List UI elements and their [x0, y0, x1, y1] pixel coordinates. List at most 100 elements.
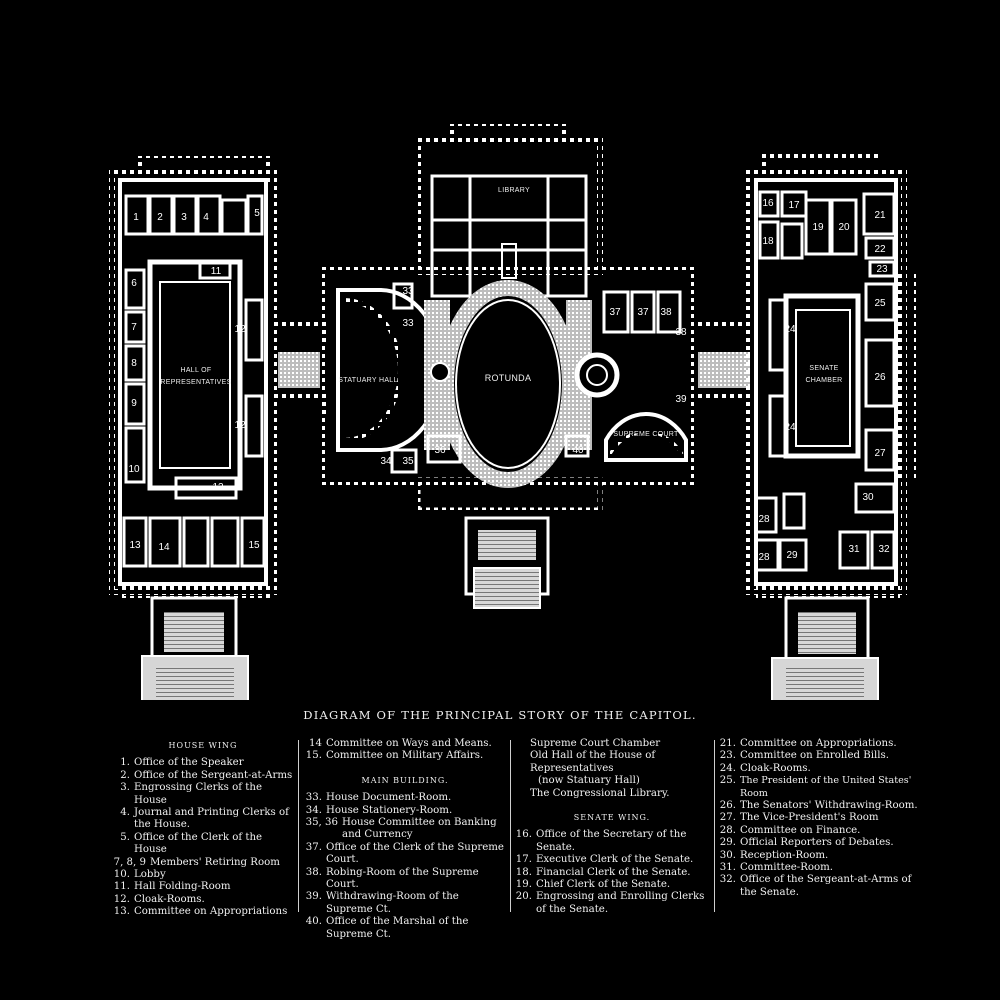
- room-number: 8: [131, 358, 137, 369]
- hall-label-line2: REPRESENTATIVES: [160, 379, 231, 386]
- room-number: 7: [131, 322, 137, 333]
- room-number: 32: [878, 544, 890, 555]
- legend-item: 34.House Stationery-Room.: [305, 804, 453, 816]
- legend-item: 37.Office of the Clerk of the Supreme Co…: [305, 841, 504, 866]
- legend-item: 1.Office of the Speaker: [120, 757, 244, 769]
- legend-item: 39.Withdrawing-Room of the Supreme Ct.: [305, 891, 459, 915]
- room-number: 31: [848, 544, 860, 555]
- room-number: 18: [762, 236, 774, 247]
- legend-item: 18.Financial Clerk of the Senate.: [515, 866, 691, 878]
- legend-item: 30.Reception-Room.: [719, 849, 829, 861]
- legend-item: 5.Office of the Clerk of the House: [120, 831, 263, 856]
- capitol-floor-plan: LIBRARY ROTUNDA STATUARY HALL SUPREME CO…: [102, 124, 916, 700]
- room-number: 38: [675, 327, 687, 338]
- legend-item: 32.Office of the Sergeant-at-Arms of the…: [719, 874, 912, 898]
- house-wing: [102, 156, 277, 700]
- senate-label-line2: CHAMBER: [805, 377, 842, 384]
- legend-item: 40.Office of the Marshal of the Supreme …: [305, 916, 469, 940]
- legend-item: 12.Cloak-Rooms.: [113, 893, 205, 905]
- room-number: 25: [874, 298, 886, 309]
- senate-label-line1: SENATE: [809, 365, 838, 372]
- legend-item: 28.Committee on Finance.: [719, 824, 861, 836]
- room-number: 14: [158, 542, 170, 553]
- room-number: 12: [212, 482, 224, 493]
- room-number: 20: [838, 222, 850, 233]
- room-number: 39: [675, 394, 687, 405]
- room-number: 6: [131, 278, 137, 289]
- room-number: 19: [812, 222, 824, 233]
- legend-item: 21.Committee on Appropriations.: [719, 738, 897, 749]
- legend-item: 31.Committee-Room.: [719, 862, 834, 874]
- room-number: 11: [211, 266, 222, 277]
- legend-heading: MAIN BUILDING.: [361, 775, 449, 785]
- room-number: 24: [784, 422, 796, 433]
- legend-item: 11.Hall Folding-Room: [113, 881, 231, 893]
- legend-item: 16.Office of the Secretary of the Senate…: [515, 829, 687, 853]
- room-number: 4: [203, 212, 209, 223]
- legend-divider: [714, 740, 715, 912]
- room-number: 12: [234, 420, 246, 431]
- legend-senate-wing: Supreme Court Chamber Old Hall of the Ho…: [514, 738, 710, 916]
- main-building: [319, 124, 697, 609]
- legend-item: 10.Lobby: [113, 869, 166, 881]
- library-label: LIBRARY: [498, 187, 530, 194]
- room-number: 33: [402, 286, 414, 297]
- room-number: 17: [788, 200, 800, 211]
- legend-item: (now Statuary Hall): [538, 775, 640, 787]
- room-number: 16: [762, 198, 774, 209]
- house-connector: [272, 322, 326, 418]
- room-number: 1: [133, 212, 139, 223]
- legend-item: 25.The President of the United States' R…: [719, 775, 912, 799]
- legend-senate-wing-continued: 21.Committee on Appropriations. 23.Commi…: [718, 738, 920, 899]
- room-number: 12: [234, 324, 246, 335]
- legend-item: 23.Committee on Enrolled Bills.: [719, 750, 889, 762]
- rotunda-label: ROTUNDA: [485, 373, 532, 383]
- hall-label-line1: HALL OF: [180, 367, 211, 374]
- room-number: 2: [157, 212, 163, 223]
- room-number: 23: [876, 264, 888, 275]
- senate-wing: [745, 154, 916, 700]
- legend-item: 27.The Vice-President's Room: [719, 812, 879, 824]
- room-number: 10: [128, 464, 140, 475]
- room-number: 21: [874, 210, 886, 221]
- legend-item: 19.Chief Clerk of the Senate.: [515, 879, 671, 891]
- room-number: 35: [402, 456, 414, 467]
- room-number: 33: [402, 318, 414, 329]
- legend-item: 2.Office of the Sergeant-at-Arms: [120, 769, 293, 781]
- room-number: 26: [874, 372, 886, 383]
- senate-connector: [692, 322, 756, 418]
- diagram-title: DIAGRAM OF THE PRINCIPAL STORY OF THE CA…: [303, 708, 697, 722]
- legend-item: 4.Journal and Printing Clerks of the Hou…: [120, 807, 289, 831]
- room-number: 15: [248, 540, 260, 551]
- legend-house-wing: HOUSE WING 1.Office of the Speaker 2.Off…: [112, 738, 294, 919]
- legend-item: 17.Executive Clerk of the Senate.: [515, 854, 694, 866]
- legend-item: 24.Cloak-Rooms.: [719, 762, 811, 774]
- legend-item: 15.Committee on Military Affairs.: [305, 750, 484, 762]
- legend-item: The Congressional Library.: [530, 787, 670, 799]
- legend-item: 29.Official Reporters of Debates.: [719, 837, 894, 849]
- room-numbers: 1 2 3 4 5 6 7 8 9 10 11 12 12 12 13 14 1…: [128, 198, 890, 563]
- room-number: 29: [786, 550, 798, 561]
- room-number: 36: [434, 445, 446, 456]
- room-number: 5: [254, 208, 260, 219]
- room-number: 13: [129, 540, 141, 551]
- legend-item: 13.Committee on Appropriations: [113, 906, 288, 918]
- legend-divider: [298, 740, 299, 912]
- legend-item: Old Hall of the House of Representatives: [530, 750, 656, 774]
- room-number: 22: [874, 244, 886, 255]
- room-number: 28: [758, 514, 770, 525]
- room-number: 38: [660, 307, 672, 318]
- legend-item: Supreme Court Chamber: [530, 738, 661, 749]
- legend-item: 33.House Document-Room.: [305, 792, 452, 804]
- legend-item: 38.Robing-Room of the Supreme Court.: [305, 866, 479, 891]
- room-number: 34: [380, 456, 392, 467]
- legend-item: 20.Engrossing and Enrolling Clerks of th…: [515, 891, 705, 915]
- legend-item: 26.The Senators' Withdrawing-Room.: [719, 800, 918, 812]
- supreme-court-label: SUPREME COURT: [613, 431, 679, 438]
- statuary-hall-label: STATUARY HALL: [338, 377, 397, 384]
- legend-heading: HOUSE WING: [168, 741, 238, 750]
- room-number: 30: [862, 492, 874, 503]
